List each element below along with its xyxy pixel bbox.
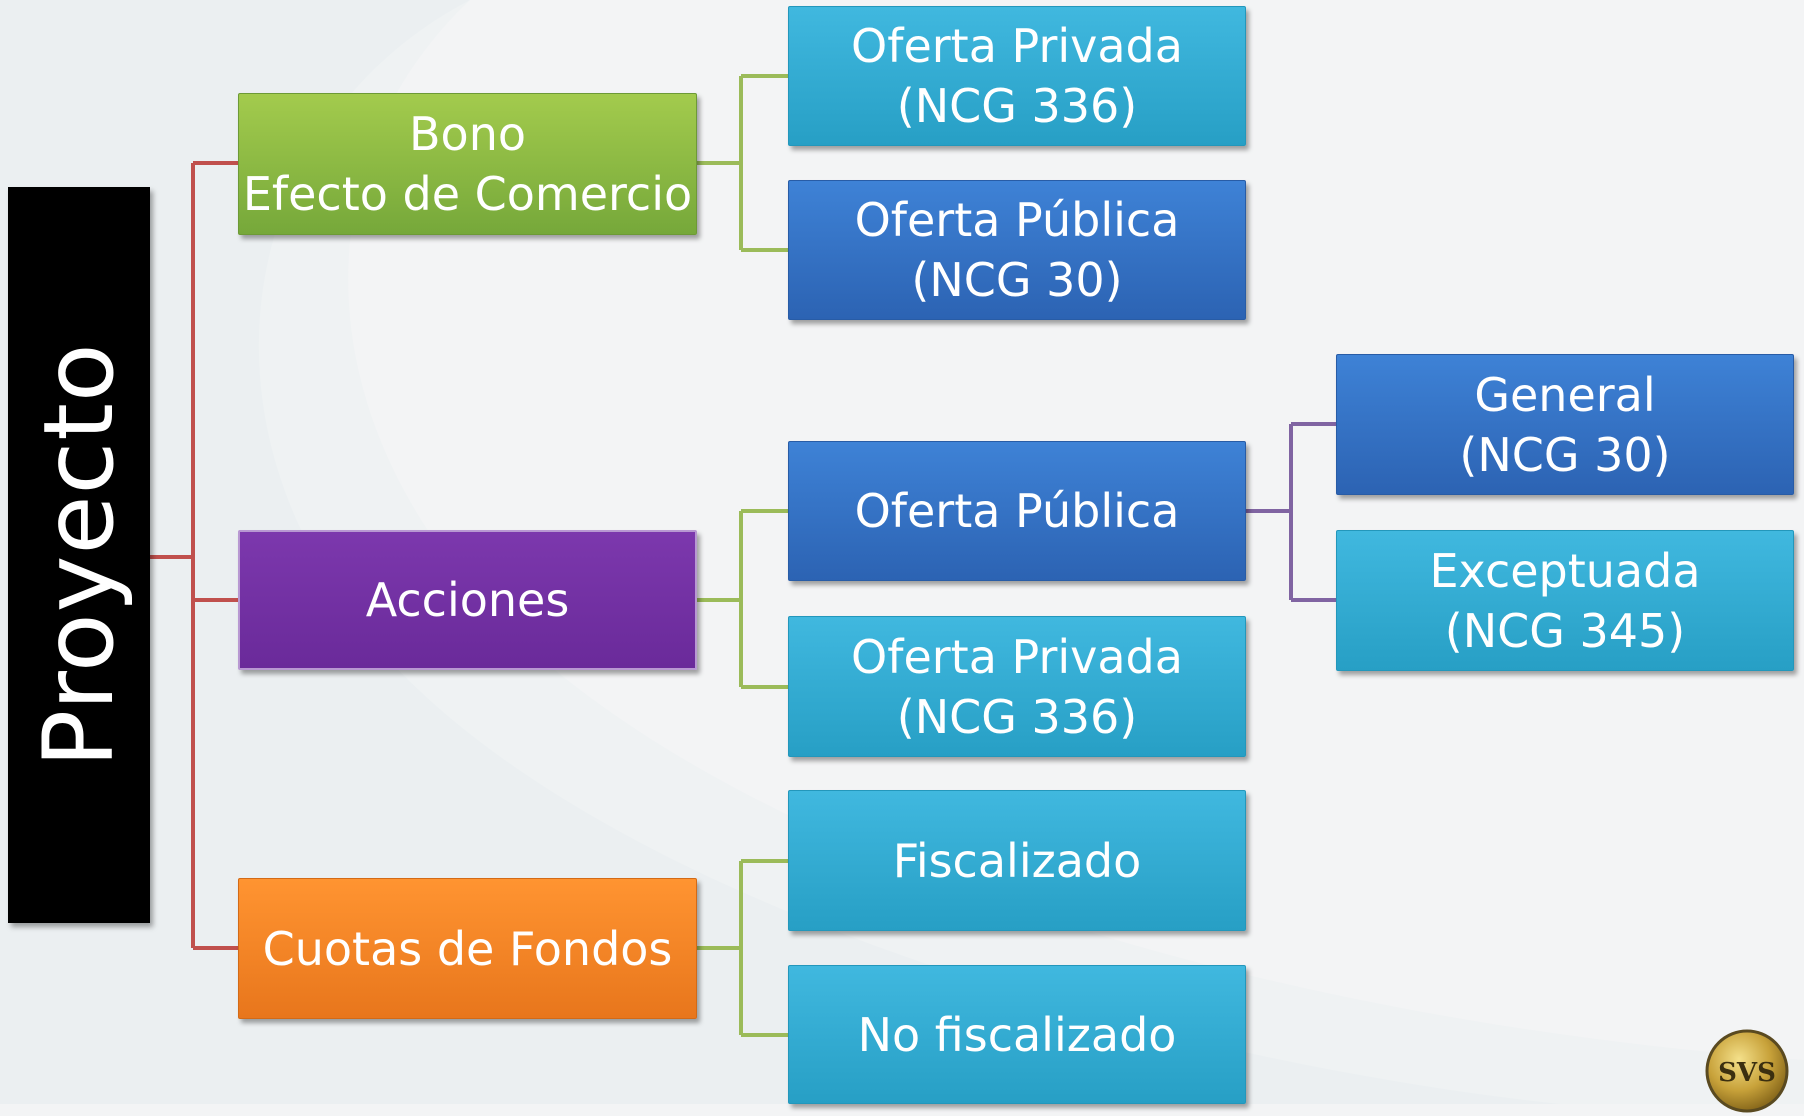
bono-box: Bono Efecto de Comercio xyxy=(238,93,697,235)
general-line2: (NCG 30) xyxy=(1459,427,1671,482)
exceptuada-line1: Exceptuada xyxy=(1429,543,1701,598)
cuotas-label: Cuotas de Fondos xyxy=(262,921,673,976)
acciones-oferta-privada-line2: (NCG 336) xyxy=(896,689,1138,744)
general-box: General (NCG 30) xyxy=(1336,354,1794,495)
no-fiscalizado-box: No fiscalizado xyxy=(788,965,1246,1104)
svs-logo: SVS xyxy=(1705,1029,1789,1113)
bono-oferta-privada-line2: (NCG 336) xyxy=(896,79,1138,133)
acciones-oferta-publica-label: Oferta Pública xyxy=(854,484,1180,538)
cuotas-connector xyxy=(697,859,788,1037)
fiscalizado-label: Fiscalizado xyxy=(892,833,1142,888)
acciones-connector xyxy=(697,509,788,689)
bono-oferta-privada-box: Oferta Privada (NCG 336) xyxy=(788,6,1246,146)
no-fiscalizado-label: No fiscalizado xyxy=(857,1007,1177,1062)
bono-label-line2: Efecto de Comercio xyxy=(242,167,693,221)
acciones-oferta-privada-line1: Oferta Privada xyxy=(851,629,1183,684)
bono-oferta-publica-box: Oferta Pública (NCG 30) xyxy=(788,180,1246,320)
proyecto-root-box: Proyecto xyxy=(8,187,150,923)
acciones-label: Acciones xyxy=(365,573,570,627)
cuotas-box: Cuotas de Fondos xyxy=(238,878,697,1019)
bono-connector xyxy=(697,74,788,252)
bono-oferta-publica-line2: (NCG 30) xyxy=(911,253,1123,307)
bono-oferta-privada-line1: Oferta Privada xyxy=(851,19,1183,73)
exceptuada-box: Exceptuada (NCG 345) xyxy=(1336,530,1794,671)
fiscalizado-box: Fiscalizado xyxy=(788,790,1246,931)
general-line1: General xyxy=(1474,367,1656,422)
proyecto-label: Proyecto xyxy=(23,342,135,768)
acciones-oferta-privada-box: Oferta Privada (NCG 336) xyxy=(788,616,1246,757)
bono-label-line1: Bono xyxy=(409,107,526,161)
exceptuada-line2: (NCG 345) xyxy=(1444,603,1686,658)
root-connector xyxy=(150,161,238,950)
bono-oferta-publica-line1: Oferta Pública xyxy=(854,193,1180,247)
svs-logo-text: SVS xyxy=(1718,1058,1776,1088)
acciones-box: Acciones xyxy=(238,530,697,670)
oferta-publica-connector xyxy=(1246,422,1336,602)
acciones-oferta-publica-box: Oferta Pública xyxy=(788,441,1246,581)
